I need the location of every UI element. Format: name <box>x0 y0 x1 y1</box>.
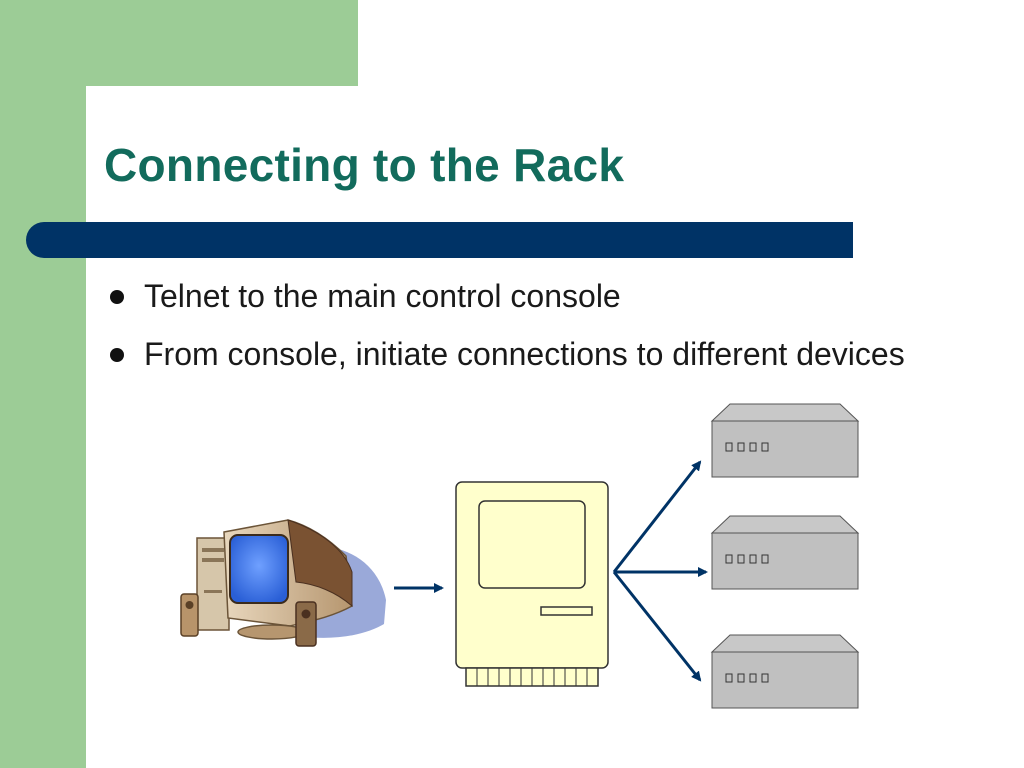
slide-title: Connecting to the Rack <box>104 139 625 191</box>
bullet-list: Telnet to the main control console From … <box>104 274 964 390</box>
bullet-dot-icon <box>110 348 124 362</box>
desktop-computer-icon <box>180 519 386 647</box>
connection-arrows <box>612 460 708 682</box>
bullet-text: Telnet to the main control console <box>144 278 621 314</box>
background-green-band <box>0 0 86 768</box>
bullet-item: From console, initiate connections to di… <box>104 332 964 376</box>
bullet-item: Telnet to the main control console <box>104 274 964 318</box>
background-green-corner <box>0 0 358 86</box>
arrow-to-device-1 <box>612 460 702 573</box>
arrow-to-device-3 <box>612 571 702 682</box>
classic-mac-console-icon <box>455 481 609 687</box>
bullet-dot-icon <box>110 290 124 304</box>
bullet-text: From console, initiate connections to di… <box>144 336 905 372</box>
title-underline-bar <box>26 222 853 258</box>
rack-device-icon <box>710 515 860 590</box>
rack-device-icon <box>710 403 860 478</box>
rack-device-icon <box>710 634 860 709</box>
